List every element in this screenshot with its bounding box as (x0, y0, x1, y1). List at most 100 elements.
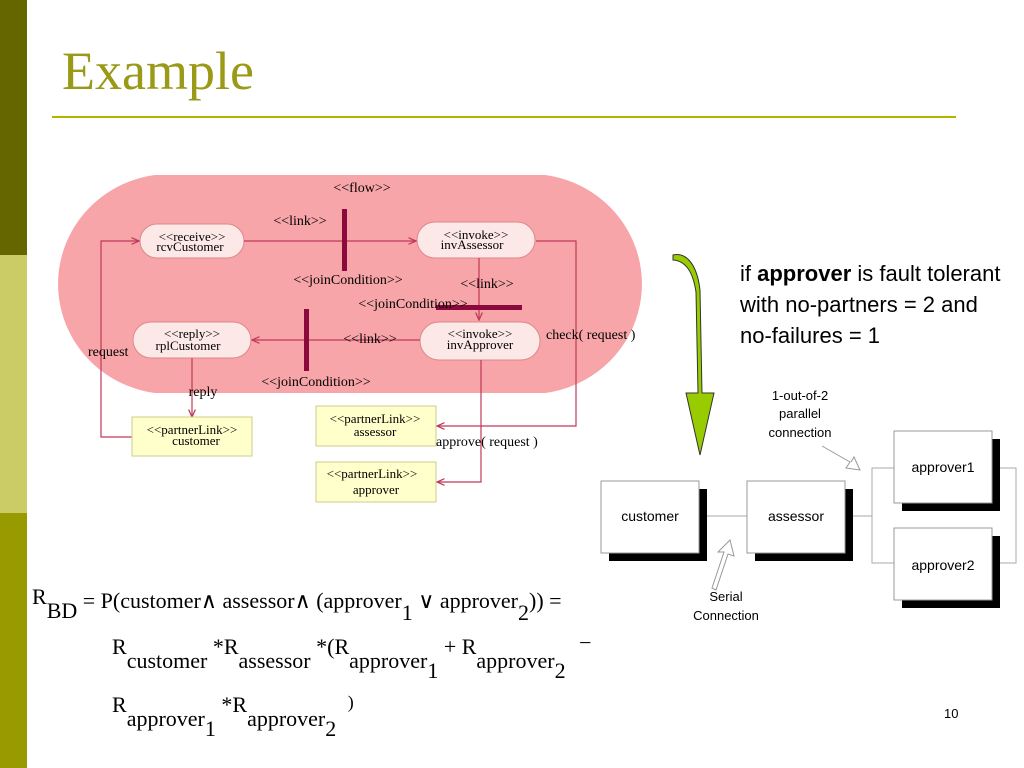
band-top (0, 0, 27, 255)
parallel-label-line3: connection (769, 425, 832, 440)
join-bar-1 (342, 209, 347, 271)
formula-times-2: * (221, 692, 233, 717)
formula-r-3: R (112, 692, 127, 717)
formula-or: ∨ (418, 588, 435, 613)
serial-label-line1: Serial (709, 589, 742, 604)
join-bar-2 (436, 305, 522, 310)
serial-callout-arrow (711, 539, 735, 591)
reply-label: reply (189, 385, 218, 400)
check-request-line (437, 240, 577, 426)
link-label-2: <<link>> (460, 277, 513, 292)
formula-r-1: R (112, 634, 127, 659)
formula-assessor-sub: assessor (238, 648, 311, 673)
partner-link-customer-name: customer (172, 433, 220, 448)
note-text-end: is fault tolerant with no-partners = 2 a… (740, 261, 1001, 348)
formula-approver-sub-a: approver (349, 648, 428, 673)
partner-link-approver-name: approver (353, 482, 400, 497)
fault-tolerance-note: if approver is fault tolerant with no-pa… (740, 258, 1010, 351)
rbd-approver2-label: approver2 (911, 557, 974, 573)
formula-line-2: Rcustomer *Rassessor *(Rapprover1 + Rapp… (112, 630, 592, 683)
join-bar-3 (304, 309, 309, 371)
request-line (100, 241, 139, 438)
approve-request-line (437, 360, 482, 482)
band-middle (0, 255, 27, 513)
rbd-customer-label: customer (621, 508, 679, 524)
formula-r-2: R (223, 634, 239, 659)
rbd-box-approver2: approver2 (893, 527, 1000, 608)
invoke-approver-stereotype: <<invoke>> (448, 326, 513, 341)
invoke-approver-name: invApprover (447, 337, 514, 352)
reply-stereotype: <<reply>> (164, 326, 220, 341)
check-request-label: check( request ) (546, 328, 636, 343)
formula-paren-r: *(R (316, 634, 350, 659)
partner-link-customer-stereotype: <<partnerLink>> (147, 422, 238, 437)
formula-close-paren: ) (347, 692, 354, 712)
title-rule (52, 116, 956, 118)
formula-text-a: = P(customer (82, 588, 201, 613)
rbd-assessor-label: assessor (768, 508, 824, 524)
formula-approver-sub-b: approver (476, 648, 555, 673)
flow-label: <<flow>> (333, 181, 390, 196)
link-label-1: <<link>> (273, 214, 326, 229)
parallel-label-line2: parallel (779, 406, 821, 421)
partner-link-approver-stereotype: <<partnerLink>> (327, 466, 418, 481)
transform-arrow (672, 254, 715, 456)
formula-sub-1b: 1 (427, 658, 439, 683)
rbd-approver1-label: approver1 (911, 459, 974, 475)
invoke-approver-node: <<invoke>> invApprover (419, 321, 541, 361)
slide-title: Example (62, 41, 254, 101)
partner-link-assessor-name: assessor (354, 424, 397, 439)
note-text-start: if (740, 261, 758, 286)
rbd-box-assessor: assessor (746, 480, 853, 561)
approve-request-label: approve( request ) (436, 435, 538, 450)
formula-sub-2b: 2 (554, 658, 566, 683)
note-text-bold: approver (757, 261, 852, 286)
formula-sub-2: 2 (518, 600, 530, 625)
partner-link-assessor: <<partnerLink>> assessor (315, 405, 437, 447)
page-number: 10 (944, 706, 959, 721)
formula-line-1: RBD = P(customer∧ assessor∧ (approver1 ∨… (32, 584, 562, 625)
rbd-box-customer: customer (600, 480, 707, 561)
formula-text-c: (approver (310, 588, 402, 613)
formula-text-end: )) = (529, 588, 562, 613)
invoke-assessor-node: <<invoke>> invAssessor (416, 221, 536, 259)
formula-plus-r: + R (443, 634, 477, 659)
join-label-2: <<joinCondition>> (358, 297, 467, 312)
formula-approver-sub-c: approver (126, 706, 205, 731)
formula-approver-sub-d: approver (247, 706, 326, 731)
formula-text-d: approver (434, 588, 519, 613)
parallel-bracket-right (992, 467, 1017, 564)
formula-times-1: * (212, 634, 224, 659)
partner-link-customer: <<partnerLink>> customer (131, 416, 253, 457)
parallel-callout-arrow (821, 445, 861, 471)
parallel-label-line1: 1-out-of-2 (772, 388, 828, 403)
partner-link-approver: <<partnerLink>> approver (315, 461, 437, 503)
invoke-assessor-name: invAssessor (441, 237, 505, 252)
formula-bd-subscript: BD (46, 598, 78, 623)
formula-customer-sub: customer (126, 648, 208, 673)
band-bottom (0, 513, 27, 768)
reply-node: <<reply>> rplCustomer (132, 321, 252, 359)
formula-text-b: assessor (216, 588, 295, 613)
partner-link-assessor-stereotype: <<partnerLink>> (330, 411, 421, 426)
receive-node: <<receive>> rcvCustomer (139, 223, 245, 259)
formula-r-symbol: R (32, 584, 47, 609)
link-label-3: <<link>> (343, 332, 396, 347)
formula-sub-1: 1 (401, 600, 413, 625)
formula-minus: − (579, 630, 592, 655)
formula-sub-2c: 2 (325, 716, 337, 741)
join-label-1: <<joinCondition>> (293, 273, 402, 288)
formula-line-3: Rapprover1 *Rapprover2 ) (112, 692, 354, 741)
invoke-assessor-stereotype: <<invoke>> (444, 227, 509, 242)
serial-label-line2: Connection (693, 608, 759, 623)
receive-stereotype: <<receive>> (159, 229, 226, 244)
rbd-box-approver1: approver1 (893, 430, 1000, 511)
parallel-bracket-left (871, 467, 894, 564)
formula-sub-1c: 1 (204, 716, 216, 741)
formula-and-1: ∧ (200, 588, 217, 613)
request-label: request (88, 345, 129, 360)
reply-name: rplCustomer (156, 338, 222, 353)
join-label-3: <<joinCondition>> (261, 375, 370, 390)
receive-name: rcvCustomer (156, 239, 224, 254)
